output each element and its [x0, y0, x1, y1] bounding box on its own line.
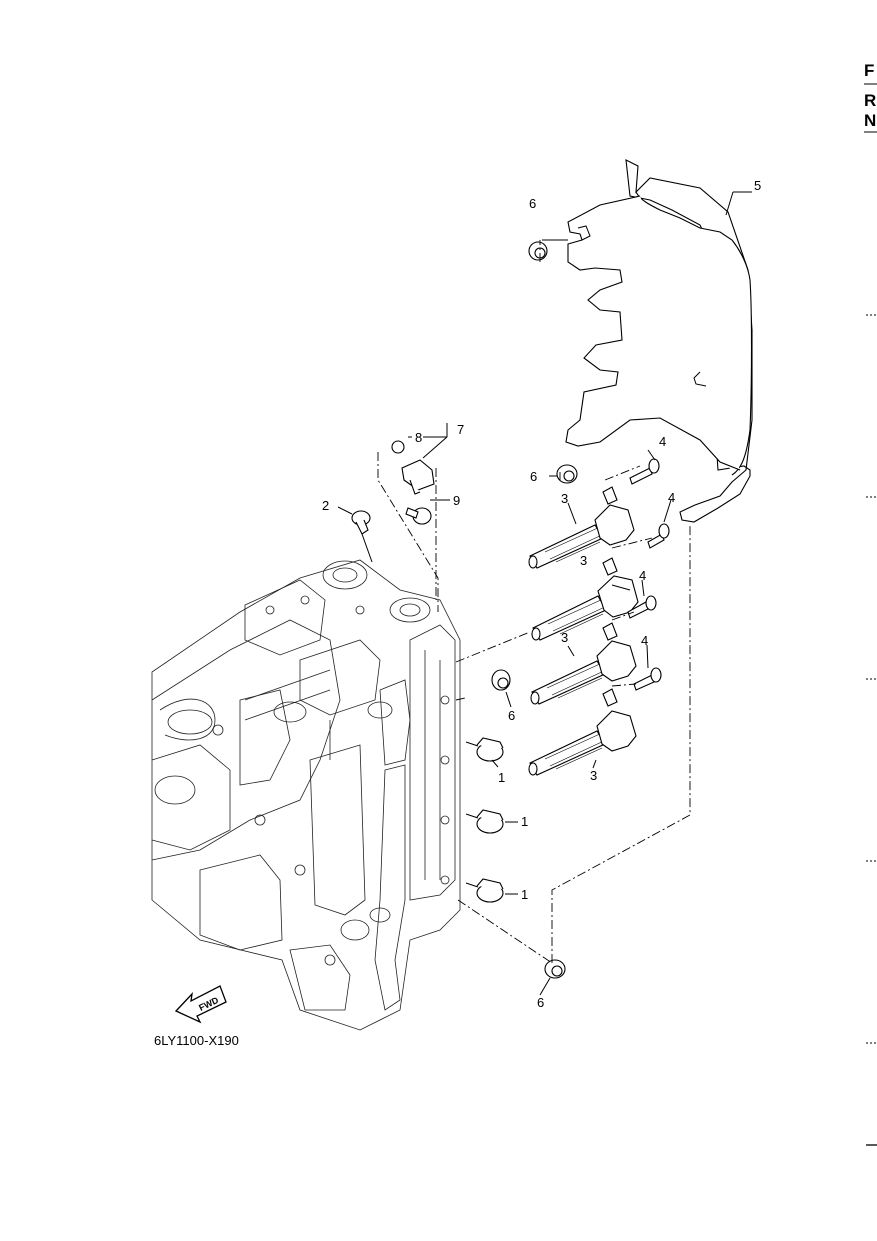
- clamp-1c: [465, 878, 504, 903]
- callout-7: 7: [457, 422, 464, 437]
- callout-6a: 6: [529, 196, 536, 211]
- ignition-coil-4: [528, 688, 637, 776]
- grommet-6d: [544, 959, 566, 979]
- grommet-6b: [556, 464, 578, 484]
- diagram-code: 6LY1100-X190: [154, 1033, 239, 1048]
- grommet-6c: [491, 669, 511, 691]
- grommet-6a: [528, 241, 548, 261]
- callout-6c: 6: [508, 708, 515, 723]
- edge-mark-f: F: [864, 61, 874, 80]
- sensor-assembly: [391, 440, 435, 525]
- bolt-4a: [629, 458, 660, 485]
- clamp-1b: [465, 809, 504, 834]
- bolt-4d: [633, 667, 662, 691]
- callout-3b: 3: [580, 553, 587, 568]
- callout-4a: 4: [659, 434, 666, 449]
- callout-1b: 1: [521, 814, 528, 829]
- callout-4b: 4: [668, 490, 675, 505]
- fitting-2: [351, 510, 373, 563]
- edge-mark-r: R: [864, 91, 876, 110]
- bolt-4c: [627, 595, 657, 619]
- coil-cover: [565, 159, 753, 523]
- engine-block: [151, 559, 461, 1031]
- callout-labels: 1 1 1 2 3 3 3 3 4 4 4 4 5 6 6 6 6 7 8 9: [322, 178, 761, 1010]
- callout-3a: 3: [561, 491, 568, 506]
- callout-6b: 6: [530, 469, 537, 484]
- callout-9: 9: [453, 493, 460, 508]
- callout-6d: 6: [537, 995, 544, 1010]
- callout-5: 5: [754, 178, 761, 193]
- ignition-coil-2: [531, 557, 639, 641]
- callout-1c: 1: [521, 887, 528, 902]
- fwd-arrow-icon: FWD: [174, 985, 227, 1024]
- edge-tabs: F R N: [864, 61, 877, 1146]
- callout-1a: 1: [498, 770, 505, 785]
- clamp-1a: [465, 737, 504, 762]
- ignition-coil-1: [528, 486, 635, 569]
- ignition-coil-3: [530, 622, 637, 705]
- leader-lines: [337, 191, 752, 996]
- callout-4c: 4: [639, 568, 646, 583]
- edge-mark-n: N: [864, 111, 876, 130]
- callout-4d: 4: [641, 633, 648, 648]
- bolt-4b: [647, 523, 670, 549]
- callout-8: 8: [415, 430, 422, 445]
- callout-2: 2: [322, 498, 329, 513]
- callout-3c: 3: [561, 630, 568, 645]
- callout-3d: 3: [590, 768, 597, 783]
